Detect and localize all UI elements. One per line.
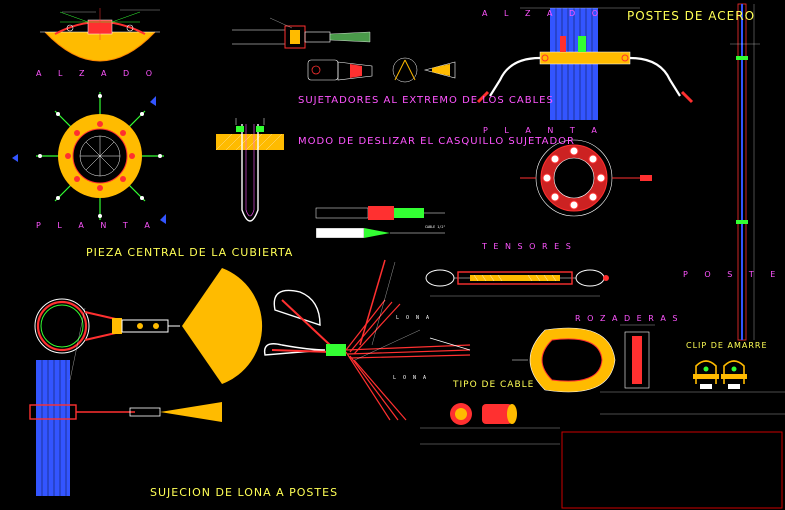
cable-socket-drawing <box>232 17 371 49</box>
label-lona-upper: L O N A <box>396 315 432 321</box>
dimension-lines <box>420 391 785 445</box>
title-block-frame <box>561 431 783 509</box>
lona-attachment-drawing <box>29 268 263 496</box>
flange-planta-drawing <box>520 139 652 217</box>
title-pieza-central: PIEZA CENTRAL DE LA CUBIERTA <box>86 246 294 259</box>
hub-planta-drawing <box>12 92 166 224</box>
post-mast-drawing <box>730 3 760 341</box>
cable-section-drawing <box>450 403 517 425</box>
label-poste: P O S T E <box>683 270 783 279</box>
thimble-drawing <box>512 324 655 393</box>
lona-joint-drawing <box>263 259 471 421</box>
label-alzado-right: A L Z A D O <box>482 9 606 18</box>
title-clip-de-amarre: CLIP DE AMARRE <box>686 341 768 350</box>
u-bolt-drawing <box>215 118 284 222</box>
title-postes-de-acero: POSTES DE ACERO <box>627 9 756 23</box>
title-modo-deslizar: MODO DE DESLIZAR EL CASQUILLO SUJETADOR <box>298 136 575 147</box>
label-cable: CABLE 1/2" <box>425 225 446 229</box>
label-lona-lower: L O N A <box>393 375 429 381</box>
post-alzado-drawing <box>476 7 694 120</box>
label-planta-right: P L A N T A <box>483 126 604 135</box>
title-sujecion: SUJECION DE LONA A POSTES <box>150 486 339 499</box>
wire-clip-drawing <box>693 360 747 389</box>
label-planta-left: P L A N T A <box>36 221 157 230</box>
cable-socket-variants <box>307 57 456 83</box>
title-rozaderas: R O Z A D E R A S <box>575 314 680 323</box>
sleeve-detail-drawing <box>315 206 445 239</box>
title-tipo-de-cable: TIPO DE CABLE <box>453 380 535 390</box>
label-alzado-left: A L Z A D O <box>36 69 160 78</box>
hub-alzado-drawing <box>40 8 160 62</box>
turnbuckle-drawing <box>425 269 609 297</box>
title-sujetadores: SUJETADORES AL EXTREMO DE LOS CABLES <box>298 95 554 106</box>
title-tensores: T E N S O R E S <box>482 242 573 251</box>
